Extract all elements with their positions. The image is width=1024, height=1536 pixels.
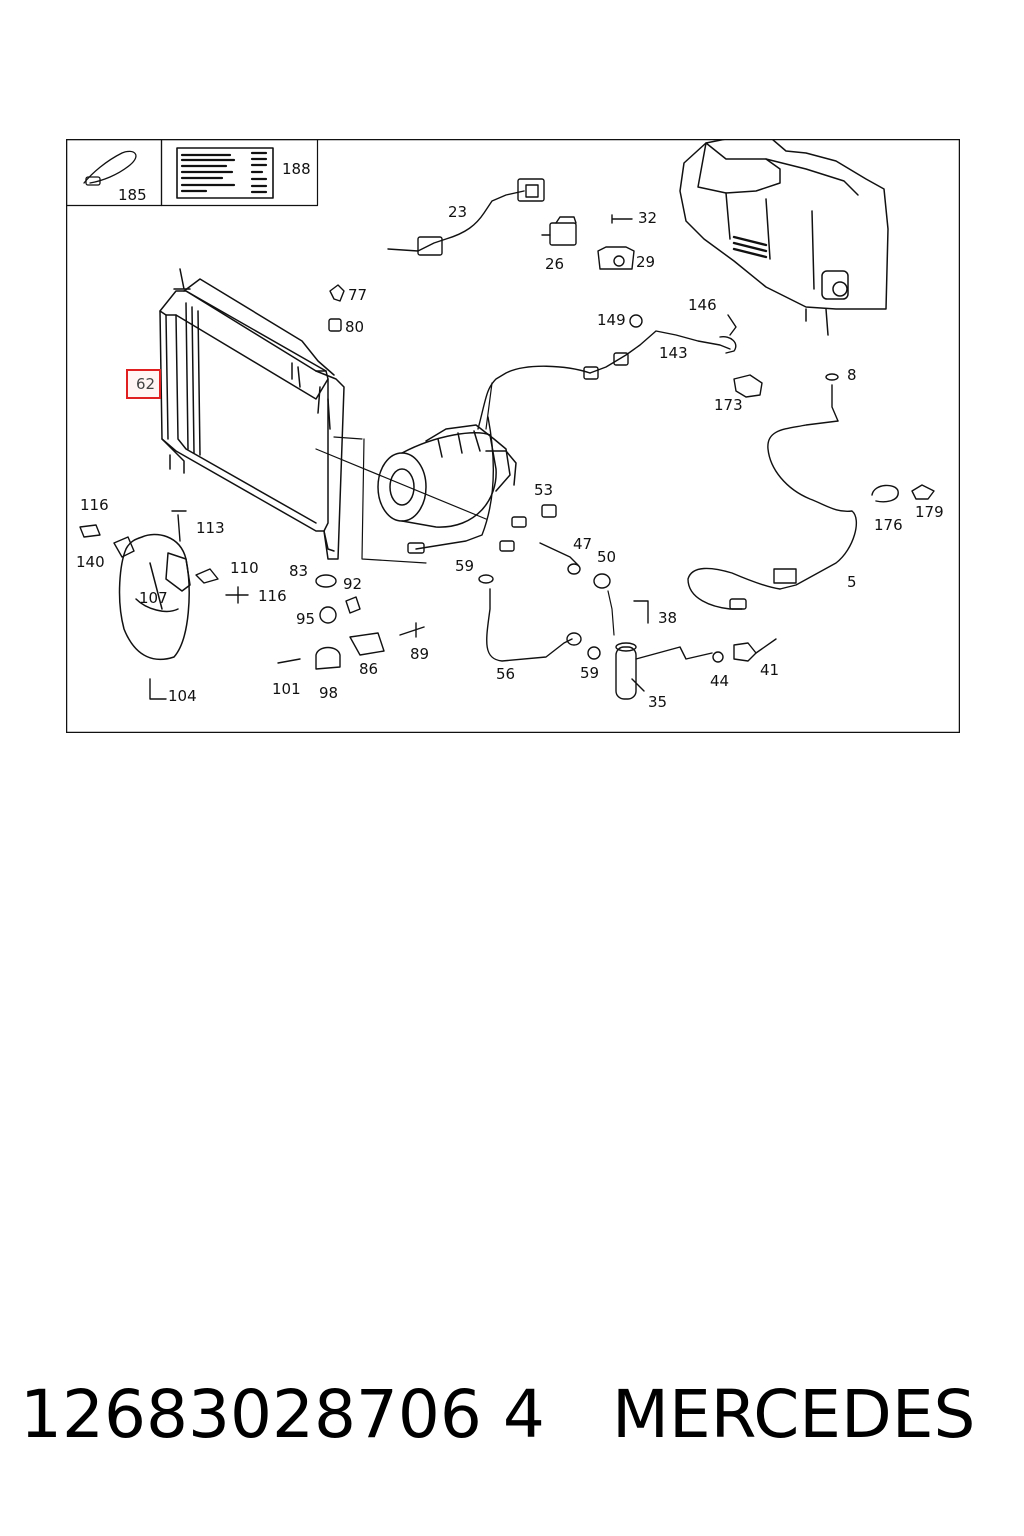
cable-tie-185	[83, 150, 137, 186]
nut-83	[315, 574, 337, 588]
screw-113	[171, 510, 187, 542]
part-label-59-lower[interactable]: 59	[580, 664, 600, 682]
clip-110	[195, 568, 219, 584]
part-label-173[interactable]: 173	[714, 396, 743, 414]
seal-50	[593, 573, 611, 589]
caption: 12683028706 4 MERCEDES	[20, 1376, 1010, 1466]
bolt-89	[399, 622, 425, 638]
seal-59b	[587, 646, 601, 660]
part-label-104[interactable]: 104	[168, 687, 197, 705]
part-label-95[interactable]: 95	[296, 610, 316, 628]
clamp-179	[911, 484, 935, 500]
part-label-38[interactable]: 38	[658, 609, 678, 627]
fitting-173	[733, 374, 763, 398]
bolt-116a	[79, 524, 101, 538]
clamp-98	[315, 646, 341, 670]
relay-26	[541, 216, 577, 246]
part-label-113[interactable]: 113	[196, 519, 225, 537]
screw-32	[611, 214, 633, 224]
part-label-98[interactable]: 98	[319, 684, 339, 702]
bolt-38	[633, 600, 649, 624]
part-number: 12683028706 4	[20, 1376, 545, 1453]
bracket-29	[597, 246, 635, 270]
part-label-110[interactable]: 110	[230, 559, 259, 577]
clip-77	[329, 284, 345, 302]
evaporator-housing	[679, 139, 889, 336]
part-label-62-highlighted[interactable]: 62	[126, 369, 162, 399]
hose-lower	[415, 416, 495, 550]
bracket-104	[149, 678, 167, 700]
hose-5	[687, 373, 857, 610]
part-label-86[interactable]: 86	[359, 660, 379, 678]
clip-92	[345, 596, 361, 614]
part-label-89[interactable]: 89	[410, 645, 430, 663]
part-label-146[interactable]: 146	[688, 296, 717, 314]
part-label-32[interactable]: 32	[638, 209, 658, 227]
receiver-drier-35	[615, 642, 713, 700]
part-label-44[interactable]: 44	[710, 672, 730, 690]
hose-56	[486, 588, 582, 662]
part-label-176[interactable]: 176	[874, 516, 903, 534]
part-label-188[interactable]: 188	[282, 160, 311, 178]
part-label-116-lower[interactable]: 116	[258, 587, 287, 605]
part-label-107[interactable]: 107	[139, 589, 168, 607]
part-label-29[interactable]: 29	[636, 253, 656, 271]
bolt-116b	[225, 586, 249, 604]
parts-diagram-drawing	[66, 139, 960, 733]
part-label-5[interactable]: 5	[847, 573, 857, 591]
part-label-23[interactable]: 23	[448, 203, 468, 221]
hose-143	[583, 314, 737, 380]
part-label-77[interactable]: 77	[348, 286, 368, 304]
brand-name: MERCEDES	[612, 1376, 976, 1453]
part-label-8[interactable]: 8	[847, 366, 857, 384]
part-label-47[interactable]: 47	[573, 535, 593, 553]
parts-diagram	[66, 139, 960, 733]
part-label-116-upper[interactable]: 116	[80, 496, 109, 514]
fan-shroud-107	[118, 533, 191, 661]
bolt-101	[277, 658, 301, 664]
part-label-101[interactable]: 101	[272, 680, 301, 698]
part-label-92[interactable]: 92	[343, 575, 363, 593]
part-label-80[interactable]: 80	[345, 318, 365, 336]
part-label-50[interactable]: 50	[597, 548, 617, 566]
hose-compressor	[477, 365, 591, 430]
part-label-26[interactable]: 26	[545, 255, 565, 273]
seal-59a	[478, 574, 494, 584]
clip-140	[113, 536, 135, 558]
switch-41	[733, 642, 757, 662]
part-label-140[interactable]: 140	[76, 553, 105, 571]
bracket-86	[349, 632, 385, 656]
part-label-59-upper[interactable]: 59	[455, 557, 475, 575]
part-label-149[interactable]: 149	[597, 311, 626, 329]
washer-44	[712, 651, 724, 663]
valve-47	[539, 542, 579, 566]
clip-80	[328, 318, 342, 332]
part-label-179[interactable]: 179	[915, 503, 944, 521]
part-label-83[interactable]: 83	[289, 562, 309, 580]
part-label-35[interactable]: 35	[648, 693, 668, 711]
leader-line	[315, 448, 487, 520]
part-label-143[interactable]: 143	[659, 344, 688, 362]
part-label-53[interactable]: 53	[534, 481, 554, 499]
clamp-176	[871, 484, 899, 503]
wiring-harness-23	[387, 178, 545, 256]
part-label-56[interactable]: 56	[496, 665, 516, 683]
ac-compressor	[377, 424, 517, 528]
label-plate-188	[176, 147, 274, 199]
nut-95	[319, 606, 337, 624]
switch-53	[541, 504, 557, 518]
part-label-185[interactable]: 185	[118, 186, 147, 204]
part-label-41[interactable]: 41	[760, 661, 780, 679]
condenser-62	[159, 268, 345, 560]
